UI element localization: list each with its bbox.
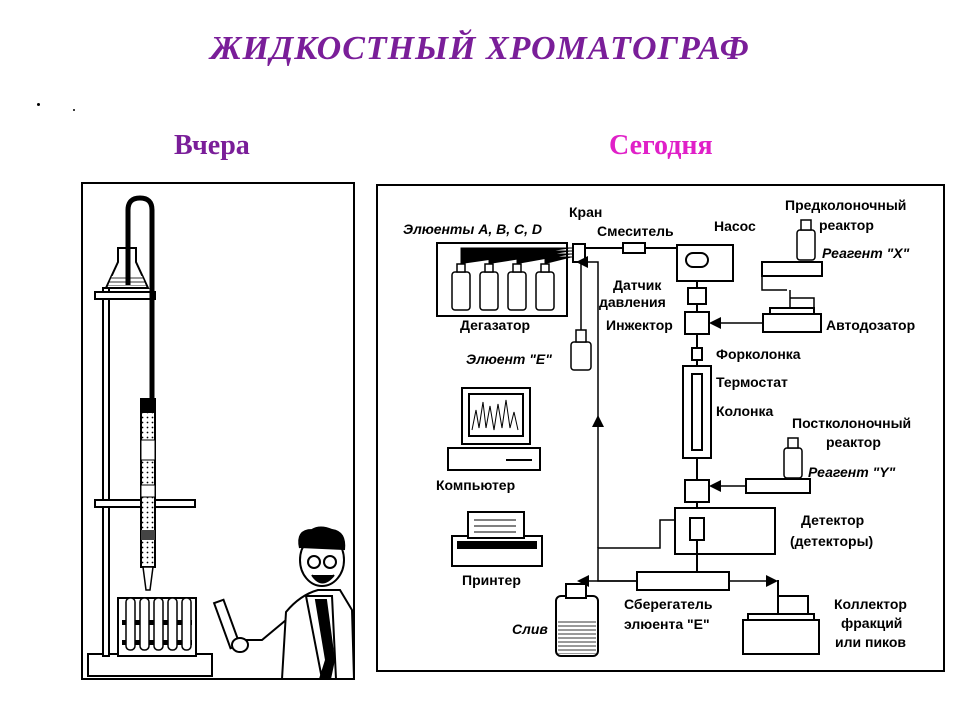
today-panel: Кран Элюенты A, B, C, D Смеситель Насос … bbox=[376, 184, 945, 672]
post-mixer bbox=[684, 479, 710, 503]
precolumn bbox=[691, 347, 703, 361]
eluent-e-bottle bbox=[570, 341, 592, 371]
today-heading: Сегодня bbox=[609, 130, 713, 161]
pressure-sensor bbox=[687, 287, 707, 305]
label-saver-2: элюента "Е" bbox=[624, 616, 710, 632]
computer-illustration bbox=[447, 387, 541, 471]
label-eluent-e: Элюент "Е" bbox=[466, 351, 552, 367]
label-prereactor-2: реактор bbox=[819, 217, 874, 233]
label-postreactor-1: Постколоночный bbox=[792, 415, 911, 431]
mixer bbox=[622, 242, 646, 254]
prereactor bbox=[761, 261, 823, 277]
label-precolumn: Форколонка bbox=[716, 346, 801, 362]
stand-rod bbox=[102, 287, 110, 657]
label-degasser: Дегазатор bbox=[460, 317, 530, 333]
label-prereactor-1: Предколоночный bbox=[785, 197, 906, 213]
label-detector-2: (детекторы) bbox=[790, 533, 873, 549]
label-saver-1: Сберегатель bbox=[624, 596, 713, 612]
top-clamp bbox=[94, 291, 156, 300]
column bbox=[691, 373, 703, 451]
label-sensor-1: Датчик bbox=[613, 277, 662, 293]
page-title: ЖИДКОСТНЫЙ ХРОМАТОГРАФ bbox=[210, 30, 750, 67]
fraction-collector bbox=[742, 619, 820, 655]
label-collector-2: фракций bbox=[841, 615, 902, 631]
bullet-dot-small bbox=[73, 109, 75, 111]
label-drain: Слив bbox=[512, 621, 548, 637]
bullet-dot bbox=[37, 103, 40, 106]
label-kran: Кран bbox=[569, 204, 602, 220]
label-computer: Компьютер bbox=[436, 477, 515, 493]
scientist-illustration bbox=[212, 526, 356, 680]
injector bbox=[684, 311, 710, 335]
valve bbox=[572, 243, 586, 263]
label-postreactor-2: реактор bbox=[826, 434, 881, 450]
label-thermostat: Термостат bbox=[716, 374, 788, 390]
label-printer: Принтер bbox=[462, 572, 521, 588]
autosampler bbox=[762, 313, 822, 333]
printer-illustration bbox=[451, 511, 543, 567]
label-collector-3: или пиков bbox=[835, 634, 906, 650]
yesterday-panel bbox=[81, 182, 356, 680]
label-autosampler: Автодозатор bbox=[826, 317, 915, 333]
label-reagent-x: Реагент "X" bbox=[822, 245, 910, 261]
yesterday-heading: Вчера bbox=[174, 130, 250, 161]
label-detector-1: Детектор bbox=[801, 512, 864, 528]
reagent-y-bottle bbox=[783, 447, 803, 479]
postreactor bbox=[745, 478, 811, 494]
label-sensor-2: давления bbox=[599, 294, 666, 310]
stand-base bbox=[87, 653, 213, 677]
reagent-x-bottle bbox=[796, 229, 816, 261]
label-column: Колонка bbox=[716, 403, 773, 419]
eluent-saver bbox=[636, 571, 730, 591]
label-eluents: Элюенты A, B, C, D bbox=[403, 221, 542, 237]
label-mixer: Смеситель bbox=[597, 223, 674, 239]
label-reagent-y: Реагент "Y" bbox=[808, 464, 896, 480]
label-injector: Инжектор bbox=[606, 317, 673, 333]
eluent-bottles bbox=[451, 263, 555, 311]
column-stopper bbox=[140, 398, 156, 412]
siphon-tube bbox=[125, 195, 155, 398]
label-pump: Насос bbox=[714, 218, 756, 234]
label-collector-1: Коллектор bbox=[834, 596, 907, 612]
